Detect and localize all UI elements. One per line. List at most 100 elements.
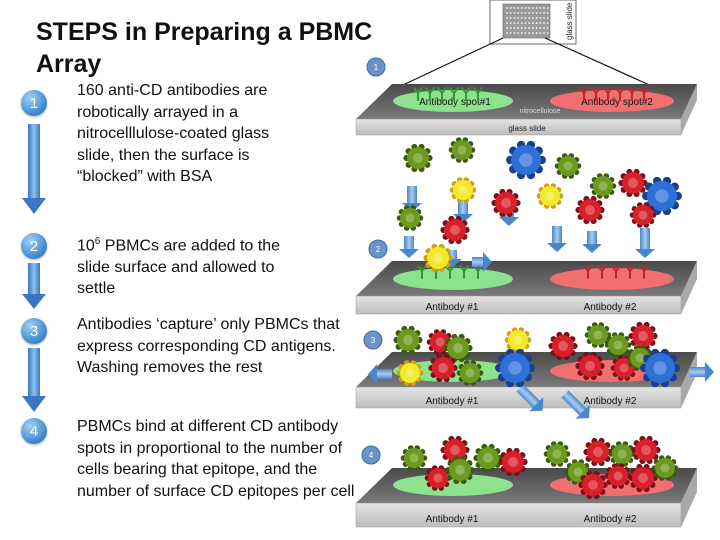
- step-2-badge: 2: [21, 233, 47, 259]
- pbmc-cell-icon: [640, 348, 680, 388]
- pbmc-cell-icon: [449, 177, 477, 203]
- step-4-badge: 4: [21, 418, 47, 444]
- step-3-badge: 3: [21, 318, 47, 344]
- pbmc-cell-icon: [443, 333, 473, 363]
- panel-badge-3: 3: [363, 330, 383, 350]
- step-2-text-before: 10: [77, 237, 95, 255]
- antibody-icon: [417, 265, 427, 279]
- antibody-icon: [639, 87, 649, 101]
- pbmc-cell-icon: [629, 202, 657, 228]
- antibody-icon: [615, 87, 625, 101]
- arrow-icon: [399, 236, 419, 258]
- pbmc-cell-icon: [473, 443, 503, 473]
- pbmc-cell-icon: [536, 183, 564, 209]
- antibody-icon: [413, 87, 423, 101]
- antibody-spot-1-label: Antibody spot#1: [419, 97, 491, 108]
- pbmc-cell-icon: [504, 327, 532, 353]
- panel-badge-1-text: 1: [374, 63, 379, 72]
- pbmc-cell-icon: [618, 168, 648, 198]
- pbmc-cell-icon: [396, 360, 424, 386]
- antibody-icon: [579, 87, 589, 101]
- pbmc-cell-icon: [604, 463, 632, 489]
- step-2-text-exponent: 6: [94, 236, 101, 247]
- antibody-icon: [449, 87, 459, 101]
- antibody-icon: [625, 265, 635, 279]
- pbmc-cell-icon: [495, 348, 535, 388]
- step-1-badge: 1: [21, 90, 47, 116]
- antibody-icon: [611, 265, 621, 279]
- slide-panel-1: Antibody spot#1 Antibody spot#2 nitrocel…: [355, 84, 697, 136]
- antibody-icon: [603, 87, 613, 101]
- down-arrow-icon: [22, 263, 46, 309]
- page-title: STEPS in Preparing a PBMC Array: [36, 18, 373, 78]
- antibody-icon: [597, 265, 607, 279]
- panel-badge-3-text: 3: [371, 336, 376, 345]
- pbmc-cell-icon: [548, 331, 578, 361]
- pbmc-cell-icon: [589, 173, 617, 199]
- antibody-spot-1: [393, 268, 513, 290]
- pbmc-cell-icon: [403, 143, 433, 173]
- antibody-spot-1: [393, 474, 513, 496]
- step-2-text-after: PBMCs are added to the slide surface and…: [77, 237, 281, 298]
- arrow-icon: [472, 252, 492, 272]
- pbmc-cell-icon: [423, 243, 453, 273]
- arrow-icon: [561, 390, 590, 419]
- antibody-2-label: Antibody #2: [584, 396, 637, 407]
- pbmc-cell-icon: [498, 447, 528, 477]
- glass-slide-label: glass slide: [508, 124, 546, 133]
- pbmc-cell-icon: [396, 205, 424, 231]
- antibody-icon: [425, 87, 435, 101]
- pbmc-cell-icon: [440, 215, 470, 245]
- pbmc-cell-icon: [448, 137, 476, 163]
- pbmc-cell-icon: [554, 153, 582, 179]
- antibody-icon: [627, 87, 637, 101]
- panel-badge-4: 4: [361, 445, 381, 465]
- pbmc-cell-icon: [456, 360, 484, 386]
- step-3-text: Antibodies ‘capture’ only PBMCs that exp…: [77, 316, 340, 376]
- antibody-icon: [437, 87, 447, 101]
- antibody-1-label: Antibody #1: [426, 396, 479, 407]
- antibody-icon: [459, 265, 469, 279]
- pbmc-cell-icon: [491, 188, 521, 218]
- pbmc-cell-icon: [428, 353, 458, 383]
- pbmc-cell-icon: [578, 470, 608, 500]
- pbmc-cell-icon: [604, 332, 632, 358]
- thumbnail-label: glass slide: [565, 2, 574, 40]
- step-2-text: 106 PBMCs are added to the slide surface…: [77, 231, 287, 300]
- pbmc-cell-icon: [584, 322, 612, 348]
- step-4-text: PBMCs bind at different CD antibody spot…: [77, 418, 355, 500]
- pbmc-cell-icon: [575, 195, 605, 225]
- pbmc-cell-icon: [393, 325, 423, 355]
- pbmc-cell-icon: [400, 445, 428, 471]
- antibody-spot-2-label: Antibody spot#2: [581, 97, 653, 108]
- down-arrow-icon: [22, 348, 46, 412]
- arrow-icon: [368, 364, 392, 384]
- antibody-spot-2: [550, 268, 674, 290]
- antibody-2-label: Antibody #2: [584, 302, 637, 313]
- slide-panel-2: Antibody #1 Antibody #2: [355, 261, 697, 315]
- pbmc-cell-icon: [506, 140, 546, 180]
- antibody-spot-1: [393, 90, 513, 112]
- antibody-2-label: Antibody #2: [584, 514, 637, 525]
- arrow-icon: [635, 228, 655, 258]
- pbmc-cell-icon: [642, 176, 682, 216]
- arrow-icon: [690, 362, 714, 382]
- antibody-icon: [639, 265, 649, 279]
- slide-thumbnail: glass slide: [387, 0, 666, 93]
- step-1-text: 160 anti-CD antibodies are robotically a…: [77, 82, 270, 185]
- antibody-1-label: Antibody #1: [426, 302, 479, 313]
- pbmc-cell-icon: [583, 437, 613, 467]
- pbmc-cell-icon: [575, 351, 605, 381]
- panel-badge-1: 1: [366, 57, 386, 77]
- arrow-icon: [547, 226, 567, 252]
- arrow-icon: [582, 231, 602, 253]
- panel-badge-4-text: 4: [369, 451, 374, 460]
- pbmc-cell-icon: [651, 455, 679, 481]
- pbmc-cell-icon: [445, 455, 475, 485]
- down-arrow-icon: [22, 124, 46, 214]
- pbmc-cell-icon: [608, 441, 636, 467]
- nitrocellulose-label: nitrocellulose: [520, 108, 561, 115]
- pbmc-cell-icon: [631, 435, 661, 465]
- antibody-icon: [461, 87, 471, 101]
